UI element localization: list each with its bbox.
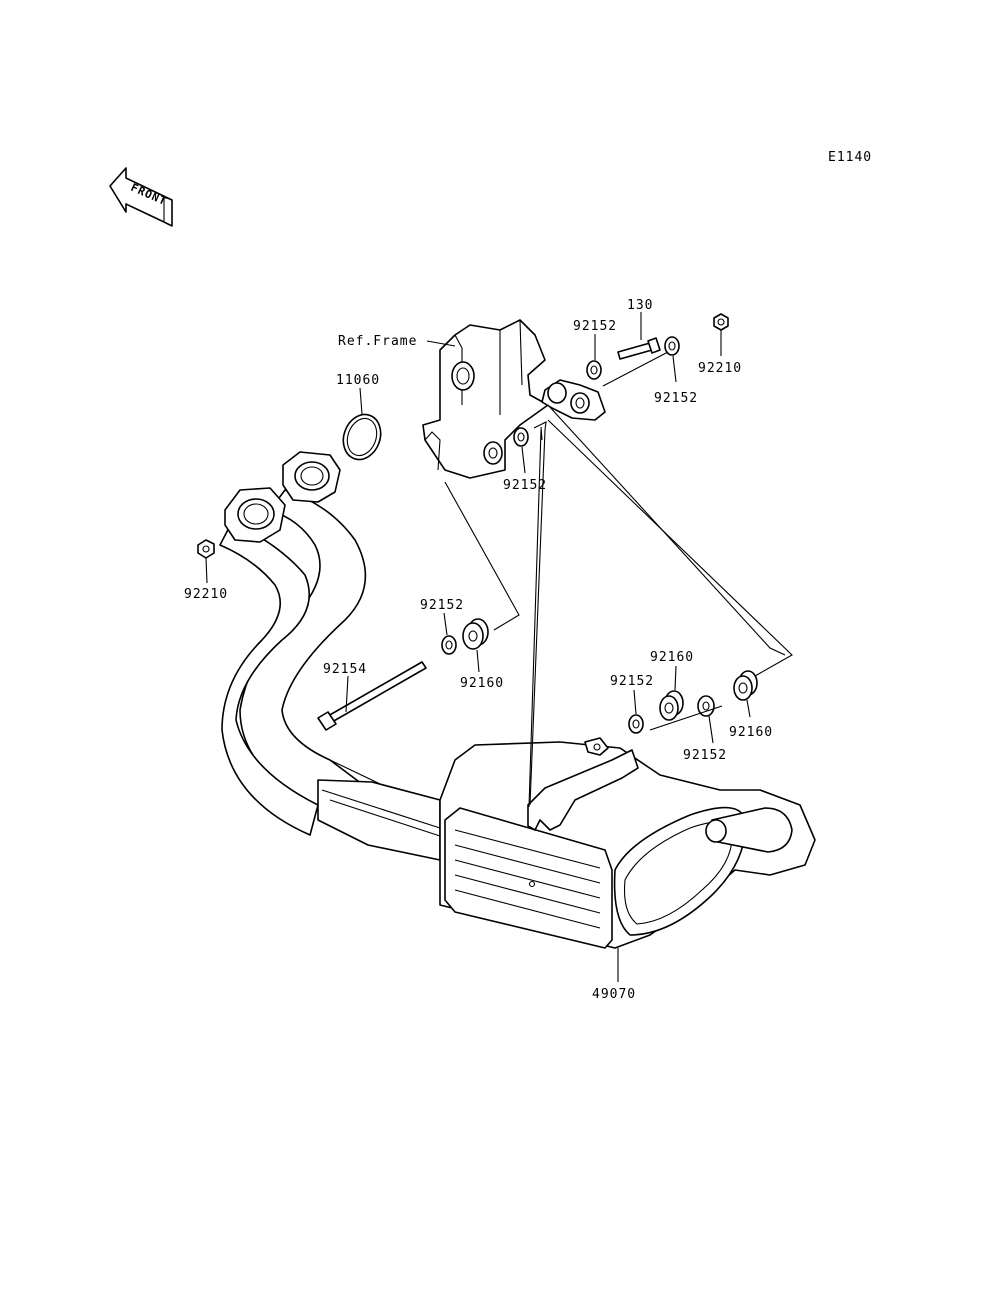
header-flange-right: [282, 451, 341, 503]
label-92160-right: 92160: [729, 725, 773, 740]
collar-top-left: [586, 360, 602, 380]
bolt-130: [617, 337, 661, 360]
header-pipes: [219, 489, 446, 861]
grommet-left: [462, 618, 489, 650]
washer-mid: [628, 714, 644, 734]
label-92210-left: 92210: [184, 587, 228, 602]
muffler: [439, 737, 816, 949]
label-92152-bracket: 92152: [503, 478, 547, 493]
flange-nut-right: [713, 313, 729, 331]
label-92152-right: 92152: [683, 748, 727, 763]
label-49070: 49070: [592, 987, 636, 1002]
grommet-mid: [659, 690, 684, 721]
label-ref-frame: Ref.Frame: [338, 334, 417, 349]
rear-mount-plate: [541, 379, 606, 421]
label-92160-left: 92160: [460, 676, 504, 691]
flange-nut-left: [197, 539, 215, 559]
washer-left: [441, 635, 457, 655]
through-bolt-92154: [317, 661, 427, 731]
label-92152-left: 92152: [420, 598, 464, 613]
washer-right: [697, 695, 715, 717]
header-flange-left: [224, 487, 286, 543]
label-92152-mid: 92152: [610, 674, 654, 689]
label-11060: 11060: [336, 373, 380, 388]
label-92152-top-right: 92152: [654, 391, 698, 406]
frame-bracket: [422, 319, 549, 479]
diagram-code: E1140: [828, 150, 872, 165]
gasket-ring: [342, 413, 382, 461]
label-92152-top-left: 92152: [573, 319, 617, 334]
collar-top-right: [664, 336, 680, 356]
front-arrow-icon: FRONT: [109, 167, 173, 227]
label-92154: 92154: [323, 662, 367, 677]
label-130: 130: [627, 298, 653, 313]
label-92210-right: 92210: [698, 361, 742, 376]
collar-bracket: [513, 427, 529, 447]
label-92160-mid: 92160: [650, 650, 694, 665]
grommet-right: [733, 670, 758, 701]
